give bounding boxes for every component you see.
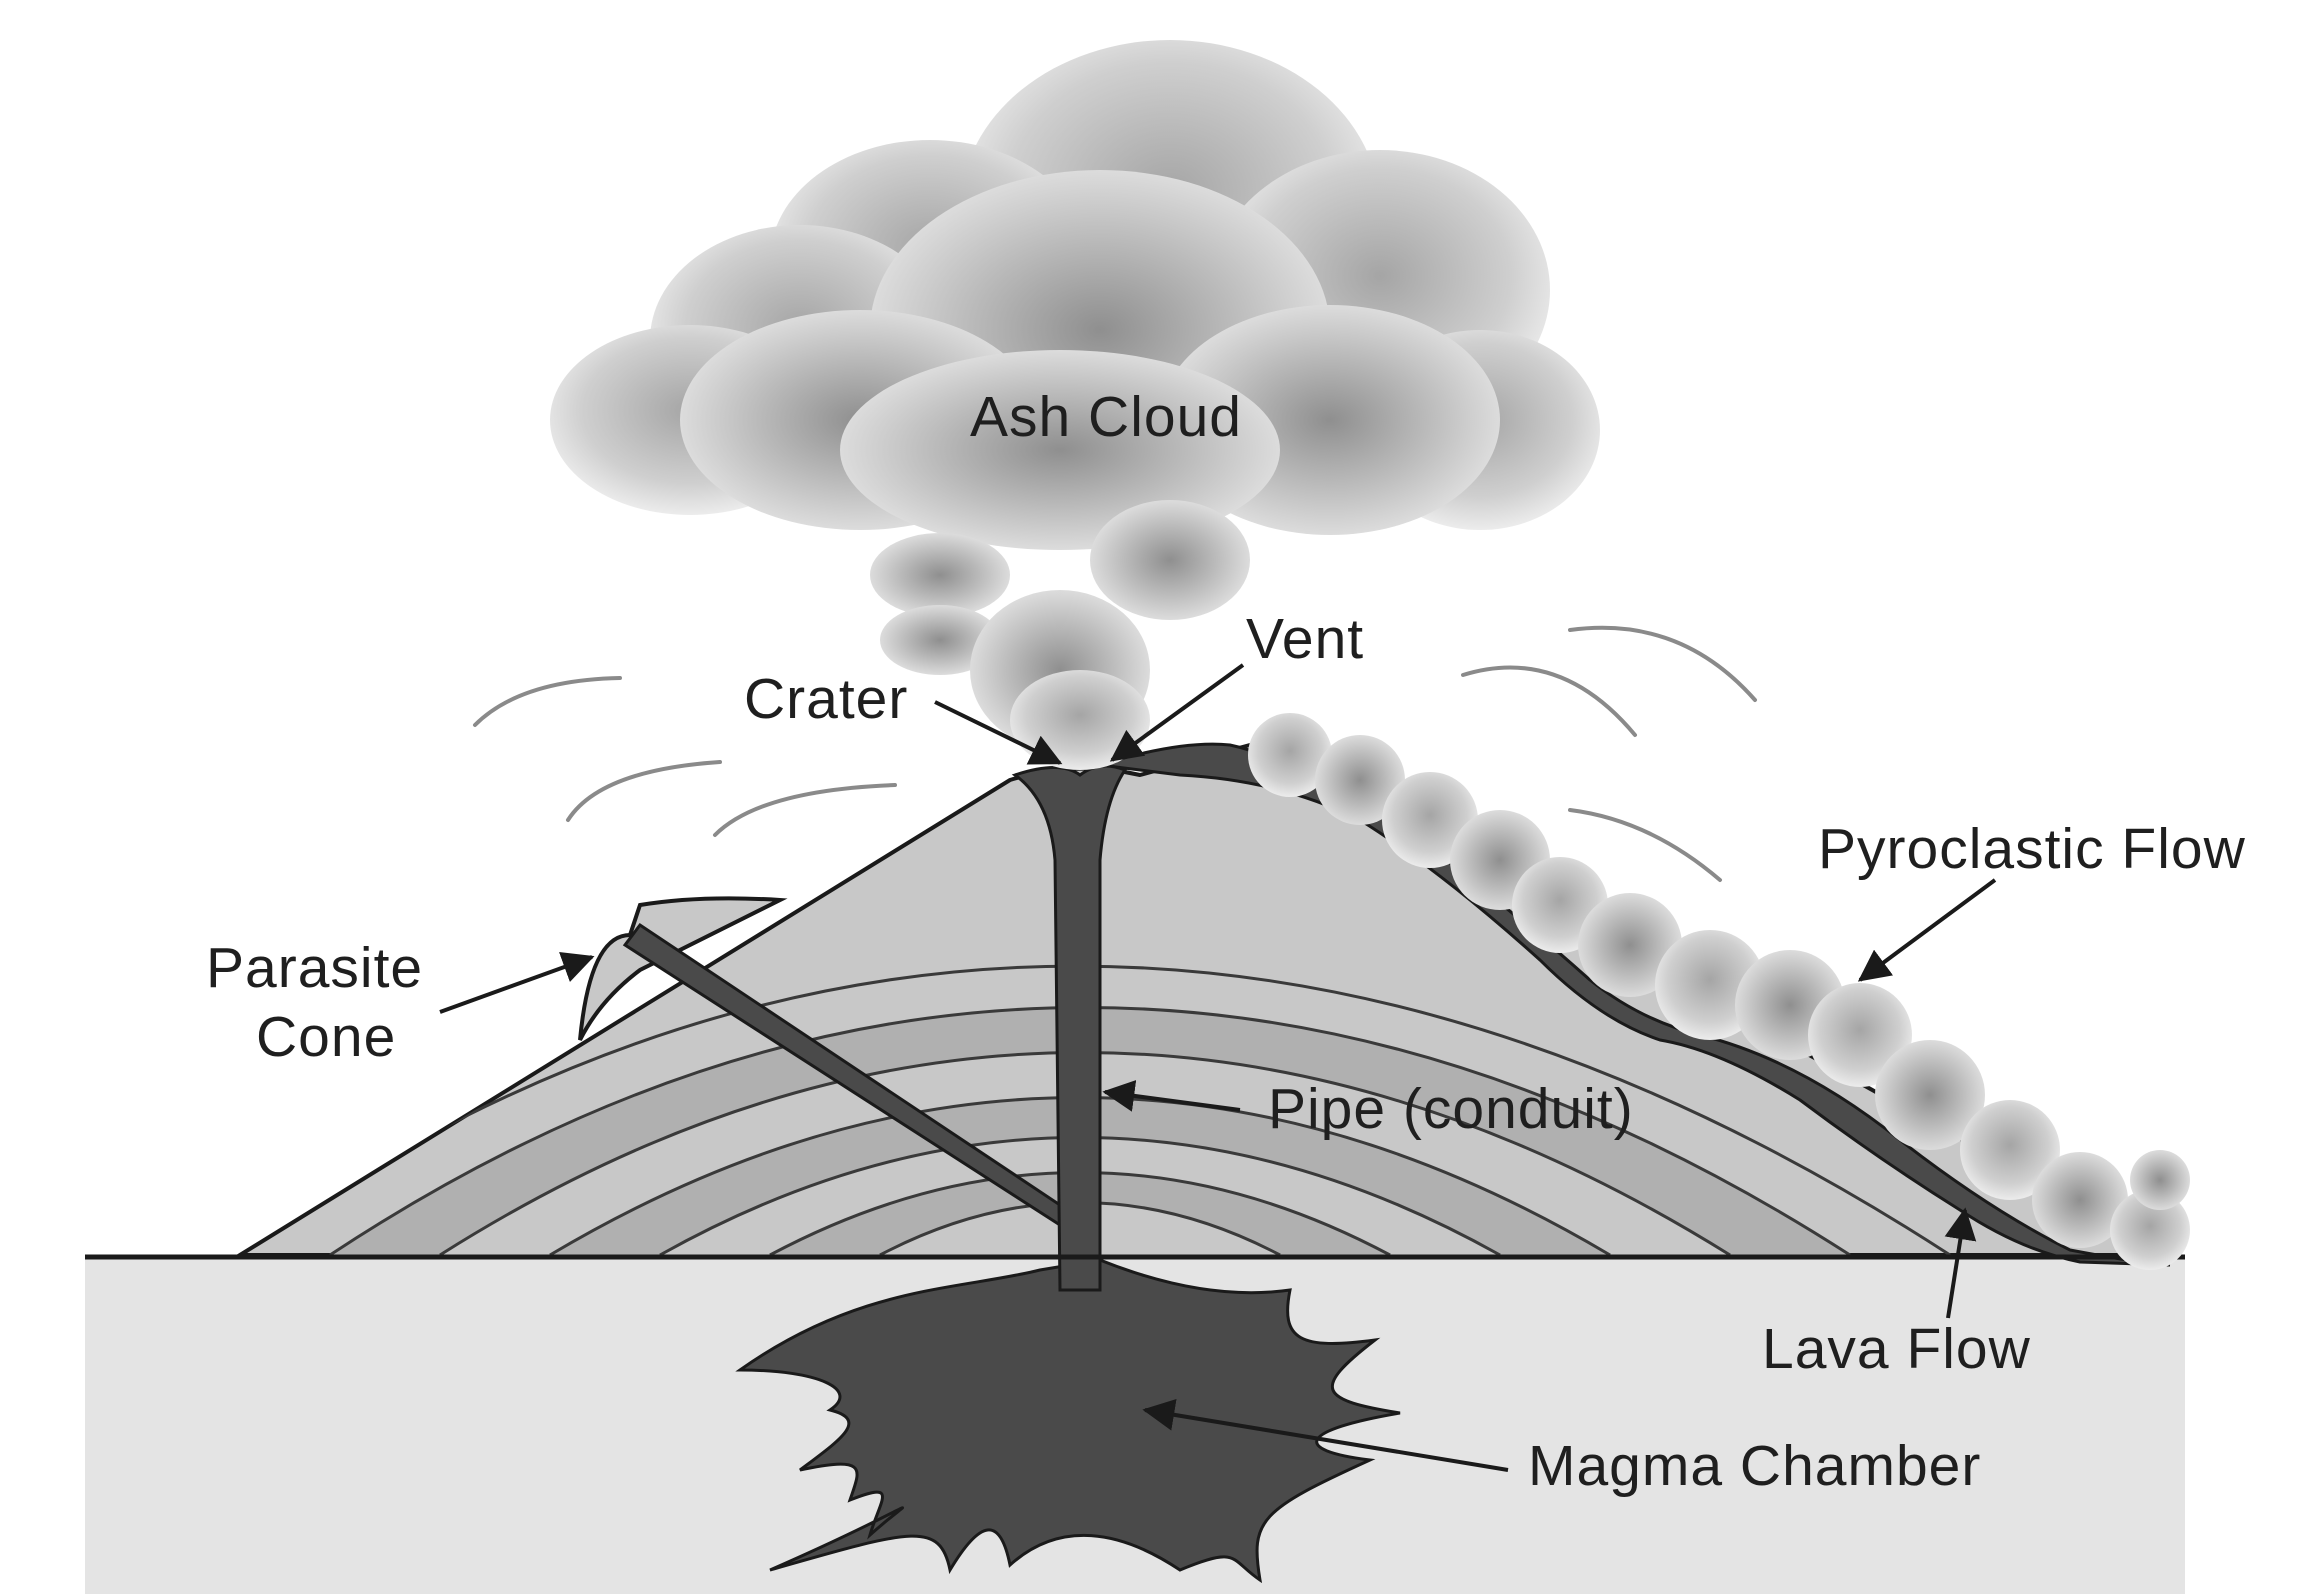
wind-lines [473,625,1757,882]
label-pipe: Pipe (conduit) [1268,1077,1634,1141]
ash-cloud-shape [550,40,1600,770]
main-pipe-shape [1011,764,1128,1292]
magma-chamber-shape [735,1258,1401,1584]
parasite-cone-shape [578,896,788,1041]
label-ash-cloud: Ash Cloud [970,385,1242,449]
label-lava-flow: Lava Flow [1762,1317,2031,1381]
label-crater: Crater [744,667,908,731]
leader-lines [439,663,1997,1472]
label-magma-chamber: Magma Chamber [1528,1434,1981,1498]
label-parasite-cone-line1: Parasite [206,936,423,1000]
label-parasite-cone-line2: Cone [256,1005,396,1069]
label-pyroclastic-flow: Pyroclastic Flow [1818,817,2246,881]
label-vent: Vent [1246,607,1364,671]
pyroclastic-flow-cloud [1248,713,2190,1270]
